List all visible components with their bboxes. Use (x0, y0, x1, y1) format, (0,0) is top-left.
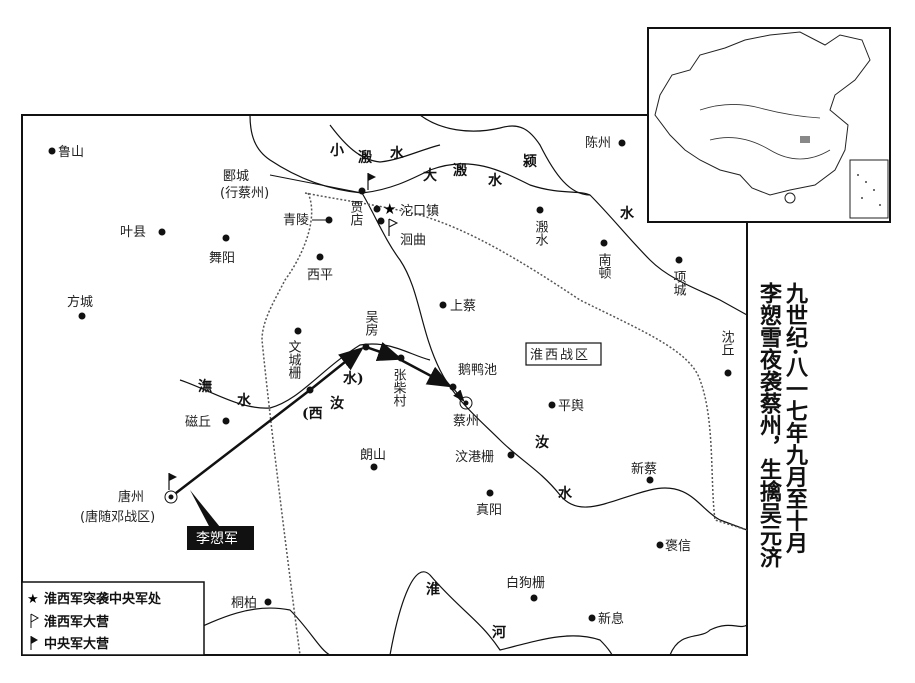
zone-label: 淮西战区 (530, 348, 590, 363)
river-label: 水 (488, 172, 503, 189)
place-label: 唐州 (118, 489, 144, 505)
place-label: 舞阳 (209, 251, 235, 266)
place-label: 上蔡 (450, 299, 476, 314)
rivers (149, 114, 748, 656)
river-label: 水 (558, 485, 573, 502)
place-label: 白狗栅 (506, 575, 545, 591)
legend: ★ 淮西军突袭中央军处 淮西军大营 中央军大营 (21, 581, 205, 656)
army-label-box (187, 526, 254, 550)
yancheng-leader (269, 174, 363, 194)
place-label: 项城 (671, 270, 687, 297)
river-label: 溵 (453, 162, 468, 179)
place-label: 沈丘 (719, 330, 735, 356)
map-title-line1: 九世纪·八一七年九月至十月 (782, 282, 809, 555)
filled-flag-icon (367, 173, 376, 190)
place-label: 张柴村 (391, 368, 407, 407)
river-label: 河 (492, 624, 506, 641)
place-label: 汶港栅 (455, 449, 494, 465)
river-label: 淮 (426, 581, 440, 598)
prefecture-circles (164, 396, 473, 504)
place-label: (唐随邓战区) (80, 509, 155, 525)
river-label: 水 (390, 145, 405, 162)
star-icon: ★ (27, 592, 39, 607)
map-frame (21, 114, 748, 656)
zone-boundary (261, 192, 748, 656)
river-label: 潕 (198, 378, 212, 395)
place-label: 磁丘 (185, 415, 211, 430)
place-label: 叶县 (120, 225, 146, 240)
place-label: 蔡州 (453, 414, 479, 429)
place-label: 平舆 (558, 399, 584, 414)
legend-label: 淮西军大营 (43, 614, 109, 630)
place-label: 桐柏 (231, 596, 257, 611)
place-label: 鲁山 (58, 145, 84, 160)
river-label: 水) (343, 370, 364, 387)
place-label: 郾城 (223, 169, 249, 184)
place-label: 真阳 (476, 503, 502, 518)
place-label: 吴房 (363, 310, 379, 336)
river-label: 颍 (523, 154, 537, 170)
map-title-line2: 李愬雪夜袭蔡州，生擒吴元济 (756, 282, 783, 568)
place-label: 方城 (67, 294, 93, 310)
river-label: (西 (302, 406, 323, 422)
place-label: 新蔡 (631, 461, 657, 477)
river-label: 小 (330, 143, 344, 159)
river-label: 大 (423, 167, 437, 184)
river-label: 溵 (358, 149, 373, 166)
star-icon: ★ (383, 200, 396, 218)
place-label: 溵水 (533, 219, 549, 246)
place-label: 新息 (598, 611, 624, 627)
river-label: 汝 (330, 395, 344, 412)
filled-flag-icon (168, 473, 177, 490)
place-label: 文城栅 (286, 340, 302, 380)
place-label: 沱口镇 (400, 203, 439, 219)
place-label: 南顿 (596, 252, 612, 279)
legend-label: 中央军大营 (44, 636, 109, 652)
river-label: 汝 (535, 434, 549, 451)
place-label: (行蔡州) (220, 186, 269, 201)
place-label: 朗山 (360, 448, 386, 463)
place-label: 洄曲 (400, 233, 426, 248)
army-label: 李愬军 (196, 531, 238, 547)
outline-flag-icon (30, 613, 40, 628)
inset-china-map (647, 27, 891, 223)
place-label: 陈州 (585, 135, 611, 151)
place-label: 贾店 (348, 200, 364, 226)
army-callout-pointer (190, 490, 220, 528)
river-label: 水 (237, 392, 252, 409)
place-label: 褒信 (665, 539, 691, 554)
place-label: 青陵 (283, 213, 309, 228)
town-dots (48, 139, 732, 622)
filled-flag-icon (30, 636, 38, 650)
legend-label: 淮西军突袭中央军处 (43, 591, 162, 607)
river-label: 水 (620, 205, 635, 222)
place-label: 鹅鸭池 (458, 362, 497, 378)
place-label: 西平 (307, 268, 333, 283)
outline-flag-icon (388, 218, 399, 236)
zone-label-box (525, 342, 602, 366)
